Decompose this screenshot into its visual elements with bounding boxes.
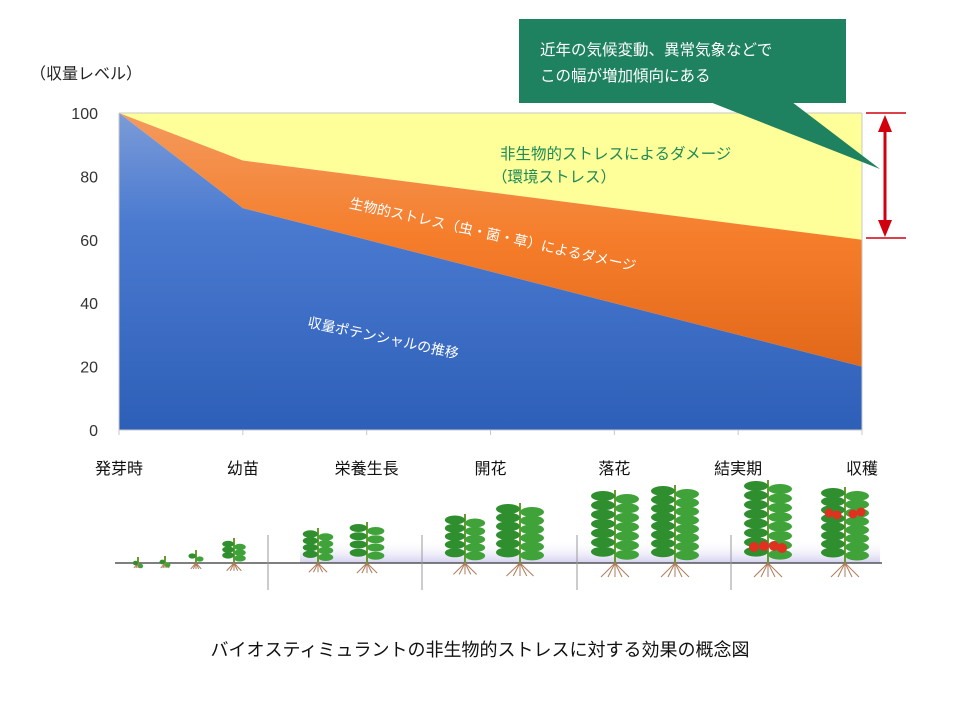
y-tick-label: 60	[80, 233, 98, 250]
y-tick-label: 20	[80, 360, 98, 377]
plant-icon	[444, 514, 486, 575]
plant-icon	[159, 556, 171, 569]
plant-icon	[222, 538, 246, 572]
tomato-icon	[832, 510, 842, 520]
abiotic-damage-label: 非生物的ストレスによるダメージ	[500, 145, 732, 163]
tomato-icon	[824, 508, 834, 518]
ground-haze	[300, 540, 880, 563]
y-tick-label: 100	[71, 106, 98, 123]
y-tick-label: 80	[80, 169, 98, 186]
tomato-icon	[848, 509, 858, 519]
abiotic-damage-sublabel: （環境ストレス）	[492, 168, 617, 186]
range-arrow	[866, 112, 906, 239]
plant-icon	[591, 490, 639, 578]
x-tick-label: 栄養生長	[335, 459, 399, 478]
x-tick-label: 発芽時	[95, 459, 143, 478]
y-tick-label: 40	[80, 296, 98, 313]
tomato-icon	[769, 541, 779, 551]
callout-box: 近年の気候変動、異常気象などで この幅が増加傾向にある	[519, 19, 846, 103]
x-tick-label: 開花	[474, 459, 506, 478]
area-yield-potential	[119, 113, 862, 430]
plant-icon	[496, 503, 544, 577]
plant-icon	[651, 485, 699, 578]
plant-icon	[821, 487, 869, 578]
area-abiotic-damage	[119, 113, 862, 240]
callout-line-1: 近年の気候変動、異常気象などで	[540, 41, 773, 59]
plant-icon	[744, 480, 792, 578]
y-tick-label: 0	[89, 423, 98, 440]
x-tick-label: 結実期	[714, 459, 762, 478]
area-biotic-damage	[119, 113, 862, 367]
x-tick-label: 収穫	[846, 459, 878, 478]
plant-growth-illustration	[115, 480, 882, 590]
plant-icon	[132, 557, 144, 569]
y-axis-label: （収量レベル）	[30, 64, 143, 83]
plant-icon	[302, 528, 334, 573]
tomato-icon	[749, 542, 759, 552]
callout-line-2: この幅が増加傾向にある	[540, 67, 711, 85]
plant-icon	[349, 522, 385, 574]
tomato-icon	[856, 507, 866, 517]
x-tick-label: 幼苗	[227, 459, 259, 478]
figure-title: バイオスティミュラントの非生物的ストレスに対する効果の概念図	[210, 640, 750, 661]
tomato-icon	[759, 541, 769, 551]
x-tick-label: 落花	[598, 459, 630, 478]
tomato-icon	[777, 543, 787, 553]
plant-icon	[188, 550, 204, 570]
callout-pointer	[710, 102, 880, 169]
